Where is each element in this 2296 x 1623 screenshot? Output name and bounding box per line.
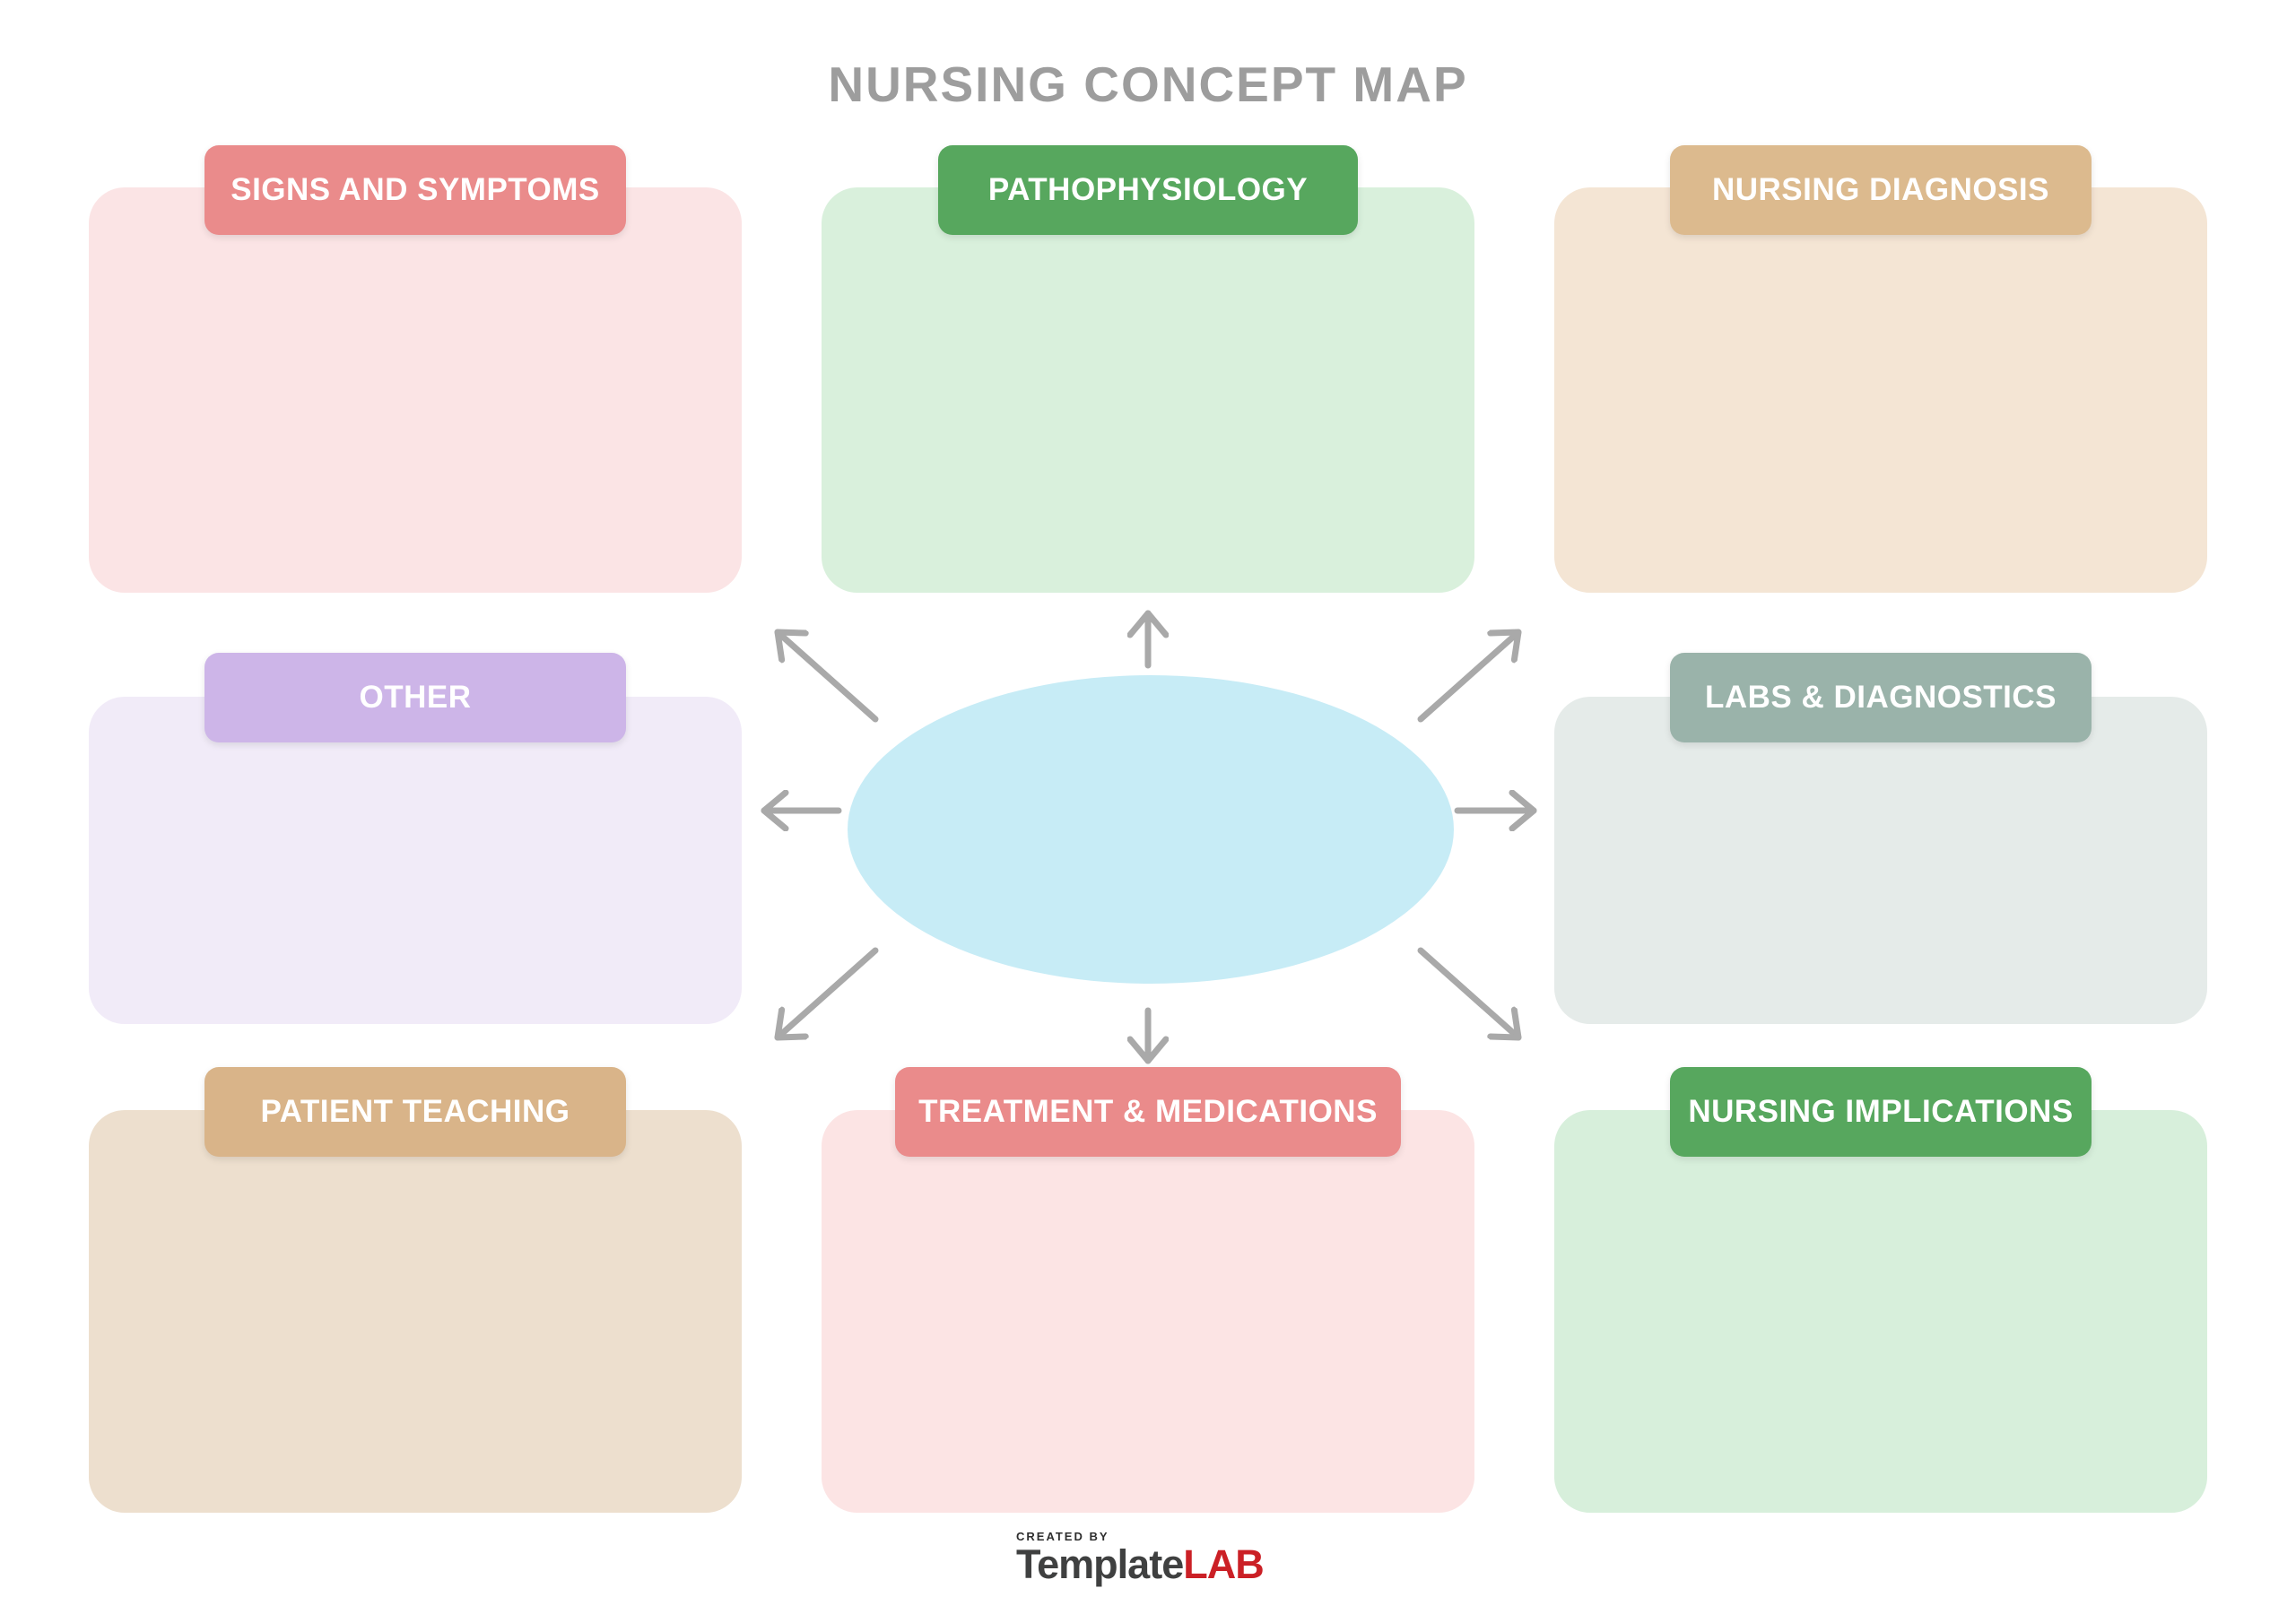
brand-wordmark: TemplateLAB — [1016, 1541, 1265, 1587]
treatment-medications-header: TREATMENT & MEDICATIONS — [895, 1067, 1401, 1157]
patient-teaching-area[interactable] — [89, 1110, 742, 1513]
signs-and-symptoms-area[interactable] — [89, 187, 742, 593]
arrow-down-right — [1417, 947, 1522, 1041]
central-topic-ellipse[interactable] — [848, 675, 1454, 984]
brand-lab-text: LAB — [1183, 1541, 1264, 1587]
templatelab-logo: CREATED BY TemplateLAB — [1016, 1530, 1265, 1587]
labs-diagnostics-area[interactable] — [1554, 697, 2207, 1024]
nursing-implications-area[interactable] — [1554, 1110, 2207, 1513]
treatment-medications-label: TREATMENT & MEDICATIONS — [918, 1094, 1378, 1129]
created-by-text: CREATED BY — [1016, 1530, 1109, 1543]
labs-diagnostics-header: LABS & DIAGNOSTICS — [1670, 653, 2092, 742]
other-label: OTHER — [359, 680, 472, 715]
patient-teaching-header: PATIENT TEACHING — [204, 1067, 626, 1157]
labs-diagnostics-label: LABS & DIAGNOSTICS — [1704, 680, 2057, 715]
treatment-medications-area[interactable] — [822, 1110, 1474, 1513]
nursing-diagnosis-label: NURSING DIAGNOSIS — [1711, 172, 2050, 207]
other-header: OTHER — [204, 653, 626, 742]
brand-template-text: Template — [1016, 1541, 1184, 1587]
page-title: NURSING CONCEPT MAP — [828, 56, 1468, 112]
other-area[interactable] — [89, 697, 742, 1024]
nursing-implications-header: NURSING IMPLICATIONS — [1670, 1067, 2092, 1157]
pathophysiology-label: PATHOPHYSIOLOGY — [987, 172, 1309, 207]
patient-teaching-label: PATIENT TEACHING — [260, 1094, 570, 1129]
pathophysiology-area[interactable] — [822, 187, 1474, 593]
nursing-diagnosis-header: NURSING DIAGNOSIS — [1670, 145, 2092, 235]
arrow-down-left — [774, 947, 879, 1041]
signs-and-symptoms-label: SIGNS AND SYMPTOMS — [230, 172, 600, 207]
signs-and-symptoms-header: SIGNS AND SYMPTOMS — [204, 145, 626, 235]
nursing-implications-label: NURSING IMPLICATIONS — [1688, 1094, 2074, 1129]
arrow-up-left — [774, 629, 879, 723]
pathophysiology-header: PATHOPHYSIOLOGY — [938, 145, 1358, 235]
arrow-up-right — [1417, 629, 1522, 723]
nursing-diagnosis-area[interactable] — [1554, 187, 2207, 593]
